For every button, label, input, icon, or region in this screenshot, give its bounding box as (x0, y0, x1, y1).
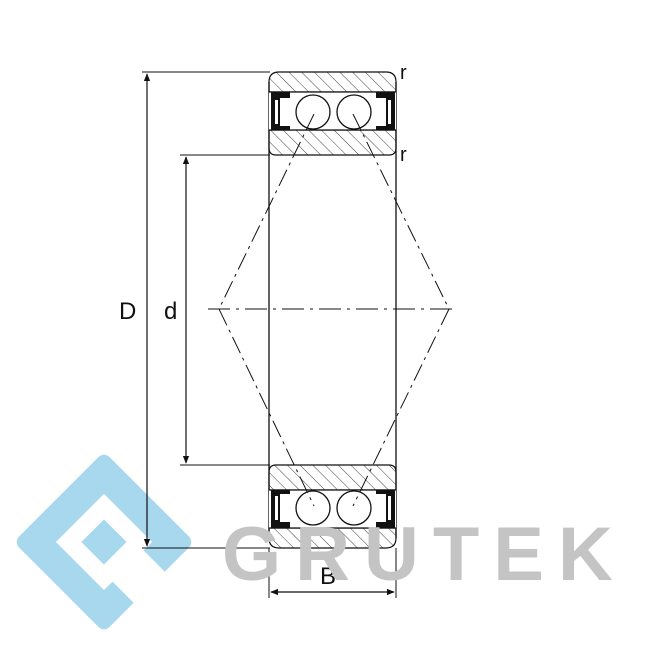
dimension-bore-diameter (180, 154, 270, 466)
bottom-cross-section (268, 464, 397, 549)
bearing-body (268, 82, 397, 538)
top-cross-section (268, 71, 397, 156)
ball-top-right (336, 94, 372, 130)
ball-bottom-right (336, 490, 372, 526)
ball-top-left (295, 94, 331, 130)
label-width: B (320, 563, 336, 590)
dimension-width (268, 548, 397, 598)
dimension-outer-diameter (142, 71, 270, 549)
label-outer-diameter: D (119, 298, 136, 325)
label-bore-diameter: d (164, 298, 177, 325)
ball-bottom-left (295, 490, 331, 526)
label-radius-top: r (400, 62, 407, 84)
label-radius-inner: r (400, 144, 407, 166)
contact-angle-lines (218, 113, 450, 507)
grutek-logo (16, 454, 192, 630)
watermark-text: GRUTEK (222, 512, 627, 597)
